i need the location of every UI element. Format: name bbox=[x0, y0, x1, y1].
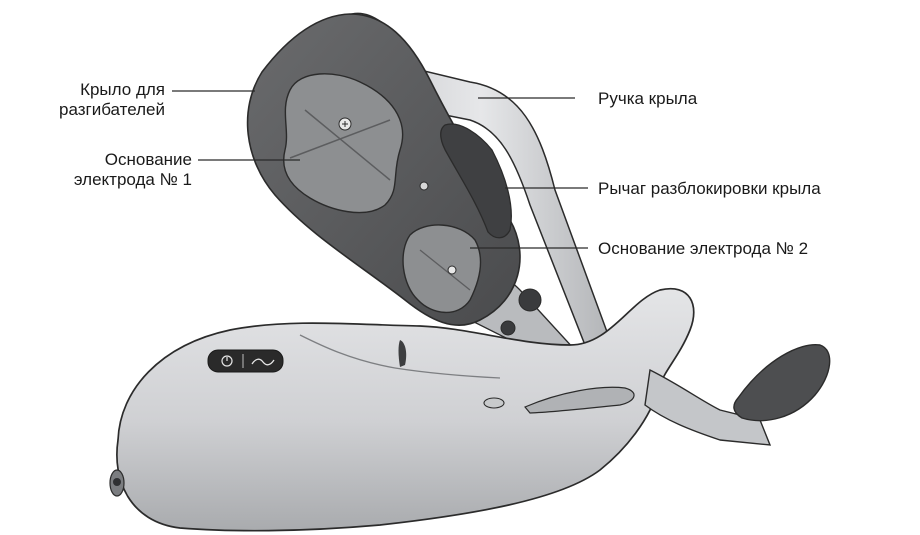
hinge-knob-small bbox=[501, 321, 515, 335]
body-button-oval bbox=[484, 398, 504, 408]
cuff-body bbox=[117, 289, 694, 531]
label-electrode-base-1: Основание электрода № 1 bbox=[20, 150, 192, 190]
electrode-2-screw bbox=[448, 266, 456, 274]
control-panel bbox=[208, 350, 283, 372]
label-wing-release-lever: Рычаг разблокировки крыла bbox=[598, 179, 821, 199]
label-extensor-wing: Крыло для разгибателей bbox=[40, 80, 165, 120]
hinge-knob-large bbox=[519, 289, 541, 311]
label-electrode-base-2: Основание электрода № 2 bbox=[598, 239, 808, 259]
lower-pad bbox=[734, 345, 830, 421]
wing-screw bbox=[420, 182, 428, 190]
label-wing-handle: Ручка крыла bbox=[598, 89, 697, 109]
